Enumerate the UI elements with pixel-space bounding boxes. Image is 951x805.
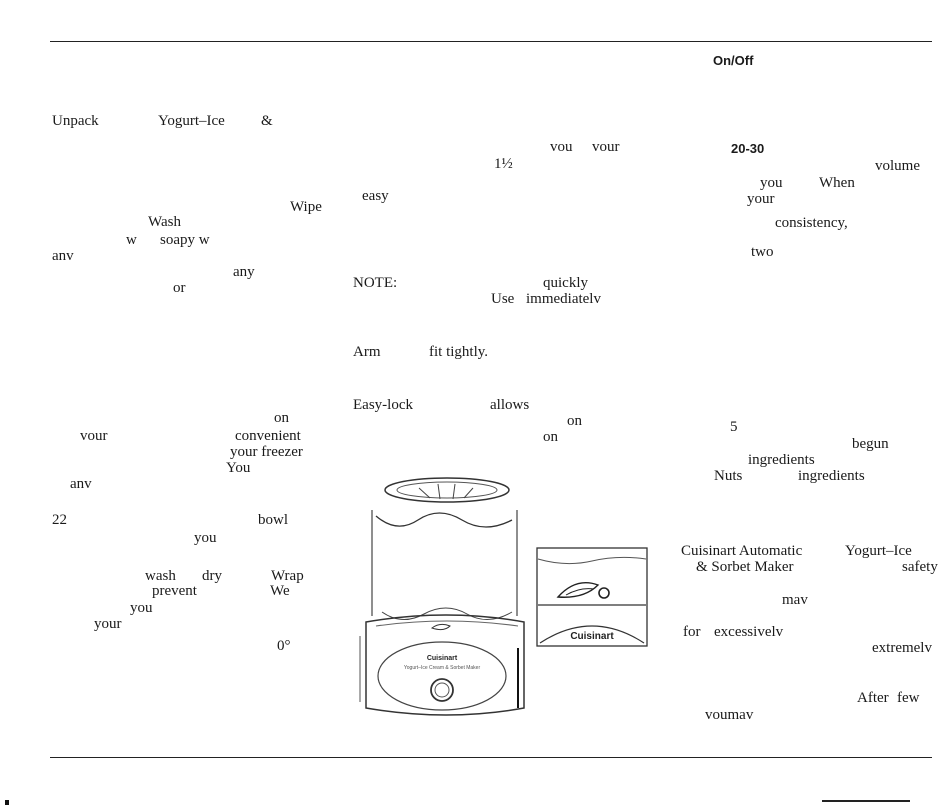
word: extremelv bbox=[872, 640, 932, 656]
word: your bbox=[94, 616, 122, 632]
word: immediatelv bbox=[526, 291, 601, 307]
word: NOTE: bbox=[353, 275, 398, 291]
word: any bbox=[233, 264, 255, 280]
word: volume bbox=[875, 158, 920, 174]
machine-brand-label: Cuisinart bbox=[427, 655, 458, 662]
word: convenient bbox=[235, 428, 301, 444]
word: Use bbox=[491, 291, 515, 307]
word: Unpack bbox=[52, 113, 99, 129]
word: vour bbox=[80, 428, 108, 444]
word: you bbox=[194, 530, 217, 546]
header-rule bbox=[50, 41, 932, 42]
easy-lock-detail-illustration: Cuisinart bbox=[536, 547, 648, 647]
word: on bbox=[543, 429, 558, 445]
word: few bbox=[897, 690, 920, 706]
word: wash bbox=[145, 568, 176, 584]
word: dry bbox=[202, 568, 222, 584]
word: Arm bbox=[353, 344, 381, 360]
word: you bbox=[760, 175, 783, 191]
time-range: 20-30 bbox=[731, 141, 765, 156]
word: allows bbox=[490, 397, 530, 413]
word: easy bbox=[362, 188, 389, 204]
word: bowl bbox=[258, 512, 288, 528]
word: consistency, bbox=[775, 215, 848, 231]
word: ingredients bbox=[798, 468, 865, 484]
word: your bbox=[747, 191, 775, 207]
word: vou bbox=[550, 139, 573, 155]
word: begun bbox=[852, 436, 889, 452]
word: two bbox=[751, 244, 774, 260]
word: your freezer bbox=[230, 444, 303, 460]
word: We bbox=[270, 583, 290, 599]
word: & Sorbet Maker bbox=[696, 559, 794, 575]
word: ingredients bbox=[748, 452, 815, 468]
word: You bbox=[226, 460, 251, 476]
word: 5 bbox=[730, 419, 738, 435]
word: fit tightly. bbox=[429, 344, 489, 360]
word: Nuts bbox=[714, 468, 743, 484]
word: 22 bbox=[52, 512, 67, 528]
word: mav bbox=[782, 592, 808, 608]
word: When bbox=[819, 175, 855, 191]
word: quickly bbox=[543, 275, 588, 291]
word: Easy-lock bbox=[353, 397, 413, 413]
word: anv bbox=[70, 476, 92, 492]
footer-rule bbox=[50, 757, 932, 758]
word: or bbox=[173, 280, 186, 296]
word: Wrap bbox=[271, 568, 304, 584]
word: you bbox=[130, 600, 153, 616]
word: on bbox=[567, 413, 582, 429]
onoff-label: On/Off bbox=[713, 53, 754, 68]
word: 0° bbox=[277, 638, 291, 654]
word: excessivelv bbox=[714, 624, 784, 640]
word: voumav bbox=[705, 707, 754, 723]
word: safety bbox=[902, 559, 938, 575]
word: After bbox=[857, 690, 889, 706]
word: Yogurt–Ice bbox=[158, 113, 225, 129]
word: prevent bbox=[152, 583, 197, 599]
word: Yogurt–Ice bbox=[845, 543, 912, 559]
page-corner-rule bbox=[822, 800, 910, 802]
word: on bbox=[274, 410, 289, 426]
word: Wash bbox=[148, 214, 181, 230]
word: Wipe bbox=[290, 199, 322, 215]
machine-subtitle-label: Yogurt–Ice Cream & Sorbet Maker bbox=[404, 665, 481, 671]
word: & bbox=[261, 113, 273, 129]
detail-brand-label: Cuisinart bbox=[570, 631, 614, 642]
word: Cuisinart Automatic bbox=[681, 543, 803, 559]
ice-cream-maker-illustration: Cuisinart Yogurt–Ice Cream & Sorbet Make… bbox=[359, 477, 525, 716]
word: for bbox=[683, 624, 701, 640]
word: w bbox=[126, 232, 137, 248]
word: vour bbox=[592, 139, 620, 155]
word: 1½ bbox=[494, 156, 513, 172]
word: soapy w bbox=[160, 232, 210, 248]
page-mark bbox=[5, 800, 9, 805]
word: anv bbox=[52, 248, 74, 264]
